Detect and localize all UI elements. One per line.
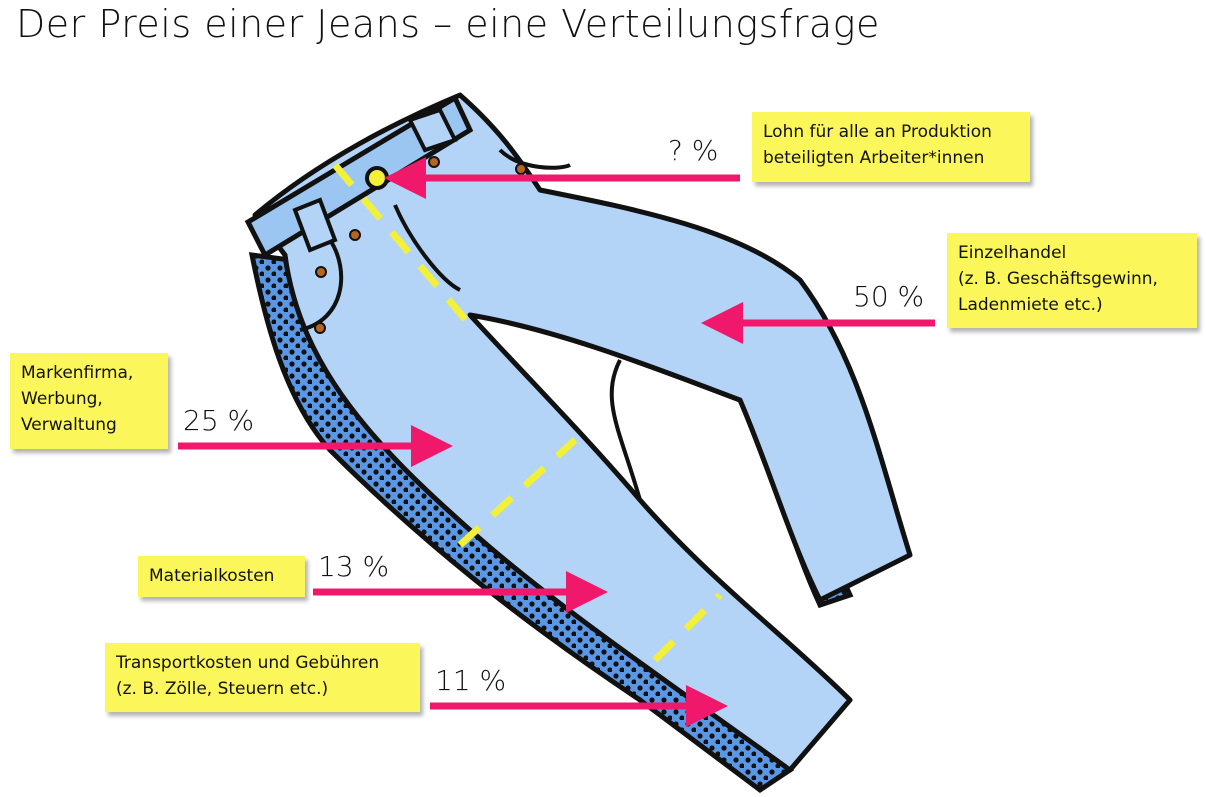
note-einzelhandel: Einzelhandel (z. B. Geschäftsgewinn, Lad… <box>947 233 1197 328</box>
diagram-title: Der Preis einer Jeans – eine Verteilungs… <box>16 2 880 46</box>
percent-lohn: ? % <box>668 134 719 167</box>
rivet-icon <box>515 163 527 175</box>
leg-crease <box>609 359 642 501</box>
note-line: Materialkosten <box>149 566 275 586</box>
button-icon <box>365 166 389 190</box>
percent-markenfirma: 25 % <box>183 404 255 437</box>
note-line: Markenfirma, <box>21 363 134 383</box>
percent-transport: 11 % <box>435 664 507 697</box>
note-line: (z. B. Geschäftsgewinn, <box>958 269 1158 289</box>
percent-einzelhandel: 50 % <box>853 280 925 313</box>
belt-loop <box>292 197 338 253</box>
note-line: Verwaltung <box>21 415 117 435</box>
note-line: beteiligten Arbeiter*innen <box>763 148 985 168</box>
note-line: Werbung, <box>21 389 103 409</box>
note-line: (z. B. Zölle, Steuern etc.) <box>116 679 329 699</box>
belt-loop <box>407 107 458 153</box>
rivet-icon <box>428 156 440 168</box>
note-transport: Transportkosten und Gebühren (z. B. Zöll… <box>105 643 420 712</box>
note-markenfirma: Markenfirma, Werbung, Verwaltung <box>10 353 168 449</box>
pocket-line <box>299 238 344 332</box>
segment-dividers <box>332 162 723 663</box>
pocket-line <box>498 148 571 170</box>
note-line: Ladenmiete etc.) <box>958 295 1103 315</box>
arrows <box>178 157 935 727</box>
fly-line <box>393 204 461 292</box>
note-material: Materialkosten <box>138 556 305 597</box>
rivet-icon <box>349 229 361 241</box>
rivet-icon <box>315 266 327 278</box>
note-line: Lohn für alle an Produktion <box>763 122 992 142</box>
jeans-body <box>252 92 913 773</box>
note-line: Transportkosten und Gebühren <box>116 653 380 673</box>
note-lohn: Lohn für alle an Produktion beteiligten … <box>752 112 1030 182</box>
note-line: Einzelhandel <box>958 243 1067 263</box>
rivet-icon <box>314 322 326 334</box>
percent-material: 13 % <box>318 550 390 583</box>
